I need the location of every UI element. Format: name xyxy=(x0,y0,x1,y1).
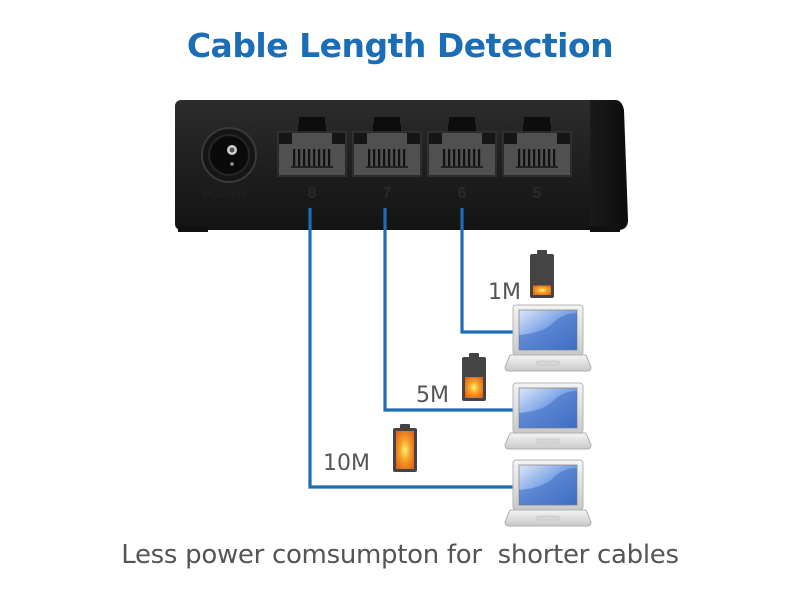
connection-port-6: 1M xyxy=(460,208,592,372)
cable-length-label: 1M xyxy=(488,280,521,305)
ethernet-port-5: 5 xyxy=(502,117,572,202)
ethernet-port-6: 6 xyxy=(427,117,497,202)
battery-level-fill xyxy=(396,431,414,469)
switch-foot-right xyxy=(590,226,620,232)
port-number-label: 6 xyxy=(458,185,467,202)
connection-port-8: 10M xyxy=(308,208,592,527)
switch-foot-left xyxy=(178,226,208,232)
battery-icon xyxy=(530,250,554,298)
laptop-icon xyxy=(504,382,592,450)
port-number-label: 5 xyxy=(533,185,542,202)
battery-icon xyxy=(462,353,486,401)
connection-port-7: 5M xyxy=(383,208,592,450)
cable-line xyxy=(383,208,519,412)
cable-length-label: 5M xyxy=(416,383,449,408)
network-switch: POWER 8 7 6 5 xyxy=(175,100,628,232)
caption-text: Less power comsumpton for shorter cables xyxy=(121,540,679,570)
diagram-title: Cable Length Detection xyxy=(186,26,614,65)
port-number-label: 7 xyxy=(383,185,392,202)
laptop-icon xyxy=(504,304,592,372)
port-number-label: 8 xyxy=(308,185,317,202)
ethernet-port-8: 8 xyxy=(277,117,347,202)
power-label: POWER xyxy=(203,187,247,201)
battery-level-fill xyxy=(533,285,551,295)
power-jack-icon xyxy=(201,127,257,183)
cable-line xyxy=(460,208,519,334)
battery-level-fill xyxy=(465,377,483,398)
switch-side xyxy=(590,100,628,230)
ethernet-port-7: 7 xyxy=(352,117,422,202)
cable-length-label: 10M xyxy=(323,451,370,476)
battery-icon xyxy=(393,424,417,472)
cable-line xyxy=(308,208,519,489)
laptop-icon xyxy=(504,459,592,527)
